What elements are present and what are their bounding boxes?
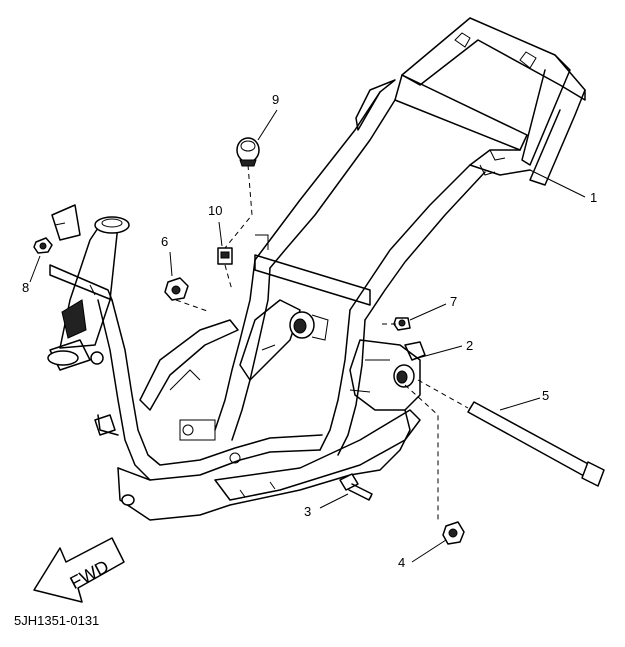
nut-part-6: [164, 277, 189, 301]
nut-part-4: [442, 521, 465, 545]
fwd-arrow-icon: FWD: [33, 537, 125, 603]
leader-lines: [29, 109, 586, 563]
clip-part-10: [217, 247, 233, 265]
bushing-part-2: [393, 364, 415, 388]
callout-6: 6: [161, 234, 168, 249]
callout-10: 10: [208, 203, 222, 218]
callout-3: 3: [304, 504, 311, 519]
callout-labels: 1 2 3 4 5 6 7 8 9 10: [22, 92, 597, 570]
callout-1: 1: [590, 190, 597, 205]
nut-part-7: [393, 317, 411, 331]
callout-5: 5: [542, 388, 549, 403]
callout-4: 4: [398, 555, 405, 570]
bolt-part-5: [467, 401, 605, 487]
clamp-part-9: [236, 137, 260, 167]
nut-part-8: [33, 237, 53, 254]
callout-9: 9: [272, 92, 279, 107]
assembly-guide-lines: [175, 164, 469, 522]
main-frame: [47, 17, 586, 521]
callout-7: 7: [450, 294, 457, 309]
fwd-label: FWD: [67, 556, 113, 593]
callout-2: 2: [466, 338, 473, 353]
callout-8: 8: [22, 280, 29, 295]
part-code: 5JH1351-0131: [14, 613, 100, 628]
